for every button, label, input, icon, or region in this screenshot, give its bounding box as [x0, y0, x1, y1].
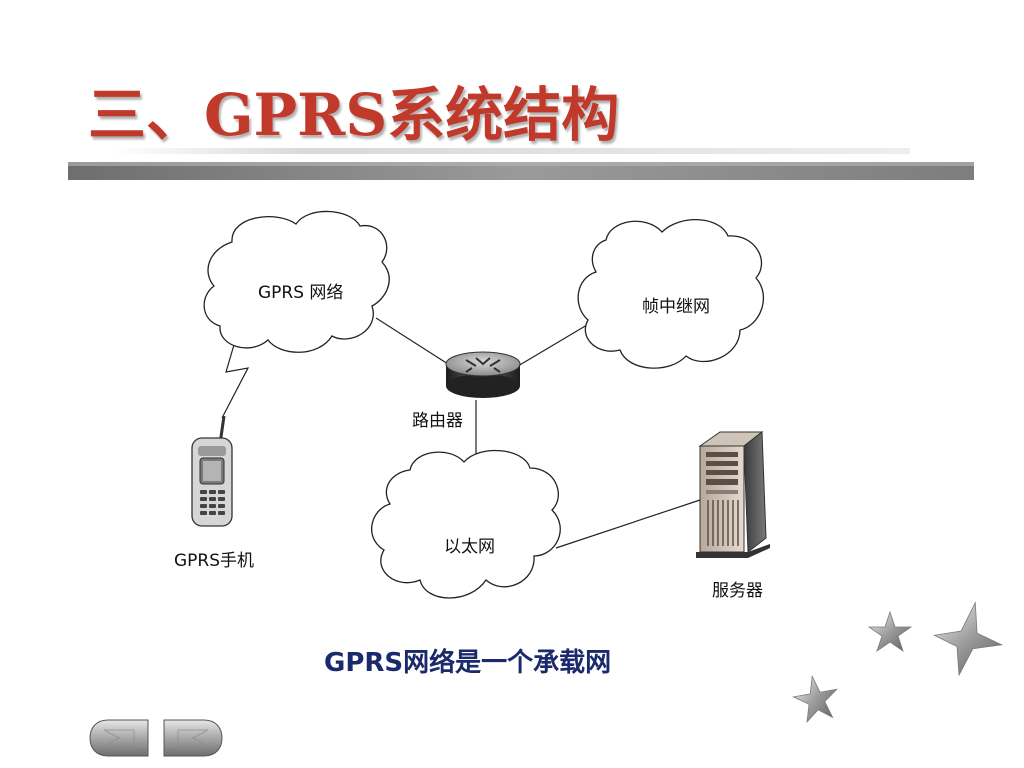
server-icon — [696, 431, 770, 558]
cloud-ethernet — [371, 449, 561, 599]
router-icon — [445, 351, 521, 398]
prev-arrow-icon — [103, 729, 135, 747]
label-server: 服务器 — [712, 581, 763, 601]
label-gprs-network: GPRS 网络 — [258, 283, 344, 303]
link-gprs-router — [375, 317, 449, 365]
page-title: 三、GPRS系统结构 — [88, 81, 620, 149]
label-ethernet: 以太网 — [444, 537, 495, 557]
next-arrow-icon — [177, 729, 209, 747]
prev-slide-button[interactable] — [88, 718, 150, 758]
label-router: 路由器 — [412, 411, 463, 431]
star-icon — [867, 610, 913, 653]
next-slide-button[interactable] — [162, 718, 224, 758]
label-frame-relay: 帧中继网 — [642, 297, 710, 317]
link-frame-router — [517, 321, 593, 367]
link-ethernet-server — [555, 499, 701, 549]
cloud-frame-relay — [577, 219, 765, 369]
decor-stars — [792, 601, 1004, 724]
mobile-phone-icon — [191, 415, 233, 527]
star-icon — [792, 674, 838, 724]
diagram-caption: GPRS网络是一个承载网 — [324, 648, 612, 678]
label-phone: GPRS手机 — [174, 551, 255, 571]
star-icon — [933, 601, 1004, 677]
title-underline — [68, 148, 974, 180]
cloud-gprs-network — [203, 210, 390, 353]
wireless-link — [221, 337, 250, 419]
